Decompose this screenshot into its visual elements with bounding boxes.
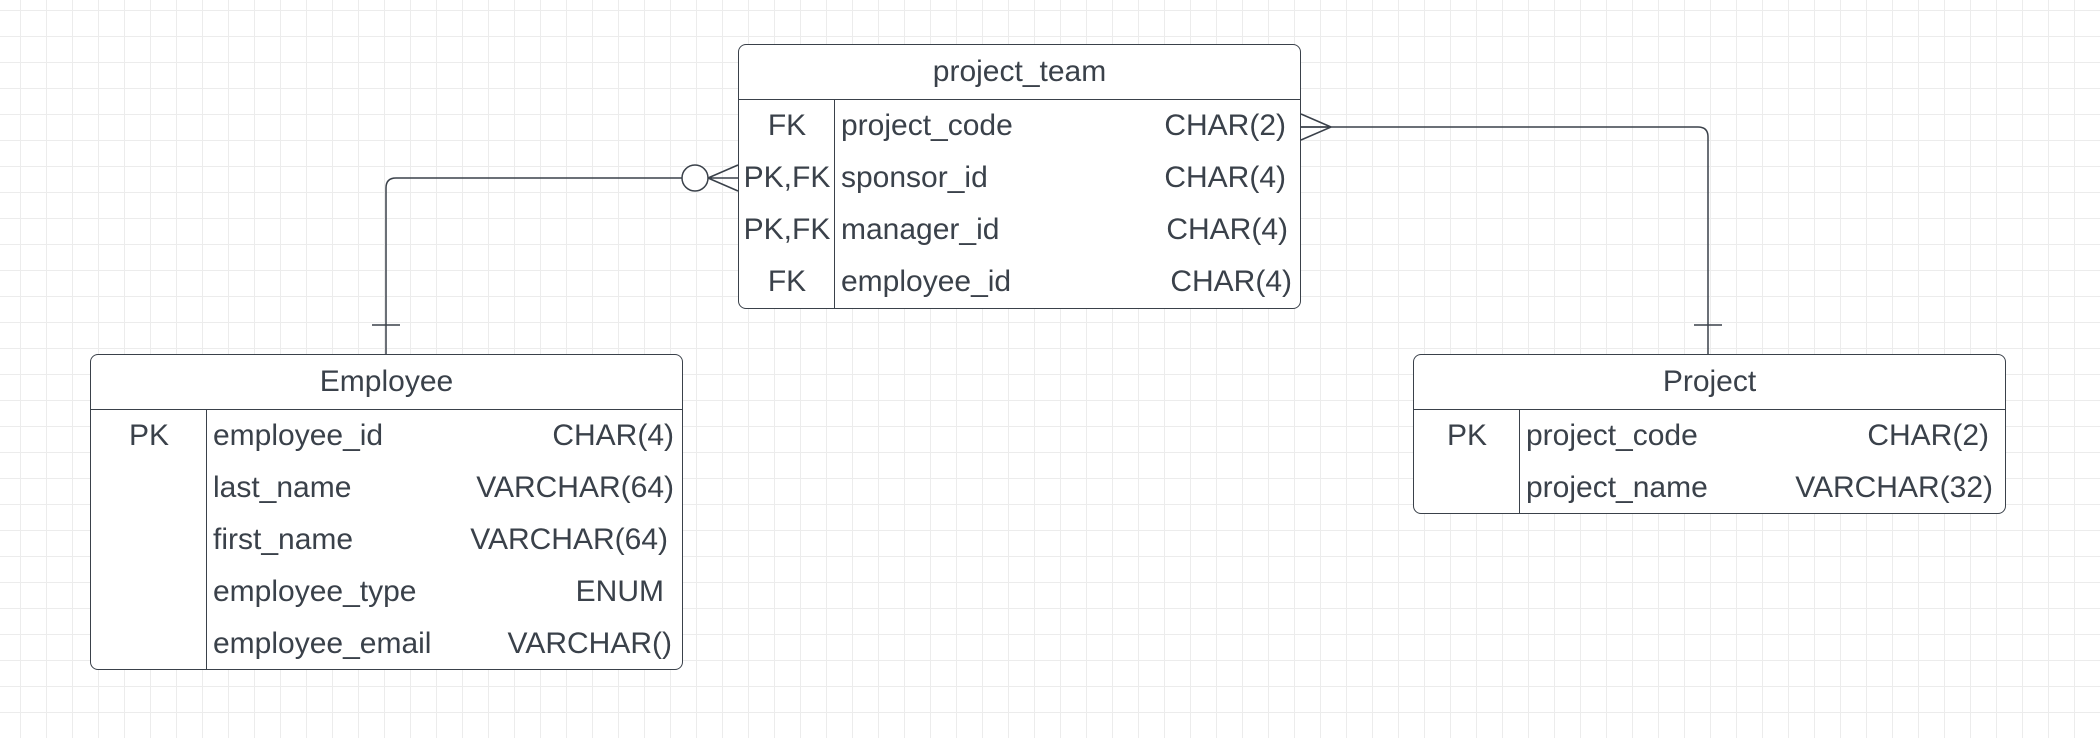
key-label: PK,FK <box>743 161 831 194</box>
key-column-divider <box>739 100 835 308</box>
field-name: employee_email <box>213 627 432 660</box>
field-type: VARCHAR(32) <box>1795 471 1993 504</box>
field-name: employee_id <box>213 419 384 452</box>
entity-project-team[interactable]: project_team FK project_code CHAR(2) PK,… <box>738 44 1301 309</box>
zero-marker-project-team <box>681 164 709 192</box>
entity-employee[interactable]: Employee PK employee_id CHAR(4) last_nam… <box>90 354 683 670</box>
field-name: employee_id <box>841 265 1012 298</box>
field-name: last_name <box>213 471 352 504</box>
entity-title: Project <box>1414 355 2005 410</box>
entity-title: project_team <box>739 45 1300 100</box>
field-row-employee-id[interactable]: FK employee_id CHAR(4) <box>739 256 1300 308</box>
field-name: project_code <box>1526 419 1698 452</box>
key-label: PK <box>1446 419 1488 452</box>
field-type: CHAR(2) <box>1164 109 1286 142</box>
field-name: project_name <box>1526 471 1708 504</box>
field-row-sponsor-id[interactable]: PK,FK sponsor_id CHAR(4) <box>739 152 1300 204</box>
field-name: sponsor_id <box>841 161 988 194</box>
field-row-employee-email[interactable]: employee_email VARCHAR() <box>91 618 682 669</box>
field-type: VARCHAR(64) <box>470 523 668 556</box>
field-row-employee-type[interactable]: employee_type ENUM <box>91 566 682 618</box>
field-type: CHAR(2) <box>1867 419 1989 452</box>
relationship-employee-project-team[interactable] <box>385 177 682 354</box>
field-name: first_name <box>213 523 354 556</box>
field-name: employee_type <box>213 575 417 608</box>
entity-project[interactable]: Project PK project_code CHAR(2) project_… <box>1413 354 2006 514</box>
crowfoot-marker-project-code <box>1300 113 1332 141</box>
field-row-manager-id[interactable]: PK,FK manager_id CHAR(4) <box>739 204 1300 256</box>
field-row-project-code[interactable]: FK project_code CHAR(2) <box>739 100 1300 152</box>
field-type: VARCHAR(64) <box>476 471 674 504</box>
field-name: manager_id <box>841 213 1000 246</box>
entity-title: Employee <box>91 355 682 410</box>
field-type: ENUM <box>575 575 664 608</box>
crowfoot-marker-sponsor <box>707 164 739 192</box>
key-column-divider <box>1414 410 1520 513</box>
field-type: CHAR(4) <box>1170 265 1292 298</box>
field-type: CHAR(4) <box>1164 161 1286 194</box>
relationship-project-project-team[interactable] <box>1301 126 1709 354</box>
key-label: FK <box>767 109 807 142</box>
key-label: PK <box>128 419 170 452</box>
field-type: CHAR(4) <box>1166 213 1288 246</box>
field-type: CHAR(4) <box>552 419 674 452</box>
field-row-project-name[interactable]: project_name VARCHAR(32) <box>1414 462 2005 513</box>
field-row-first-name[interactable]: first_name VARCHAR(64) <box>91 514 682 566</box>
key-label: FK <box>767 265 807 298</box>
field-name: project_code <box>841 109 1013 142</box>
key-label: PK,FK <box>743 213 831 246</box>
field-type: VARCHAR() <box>507 627 672 660</box>
field-row-project-code[interactable]: PK project_code CHAR(2) <box>1414 410 2005 462</box>
field-row-last-name[interactable]: last_name VARCHAR(64) <box>91 462 682 514</box>
key-column-divider <box>91 410 207 669</box>
field-row-employee-id[interactable]: PK employee_id CHAR(4) <box>91 410 682 462</box>
